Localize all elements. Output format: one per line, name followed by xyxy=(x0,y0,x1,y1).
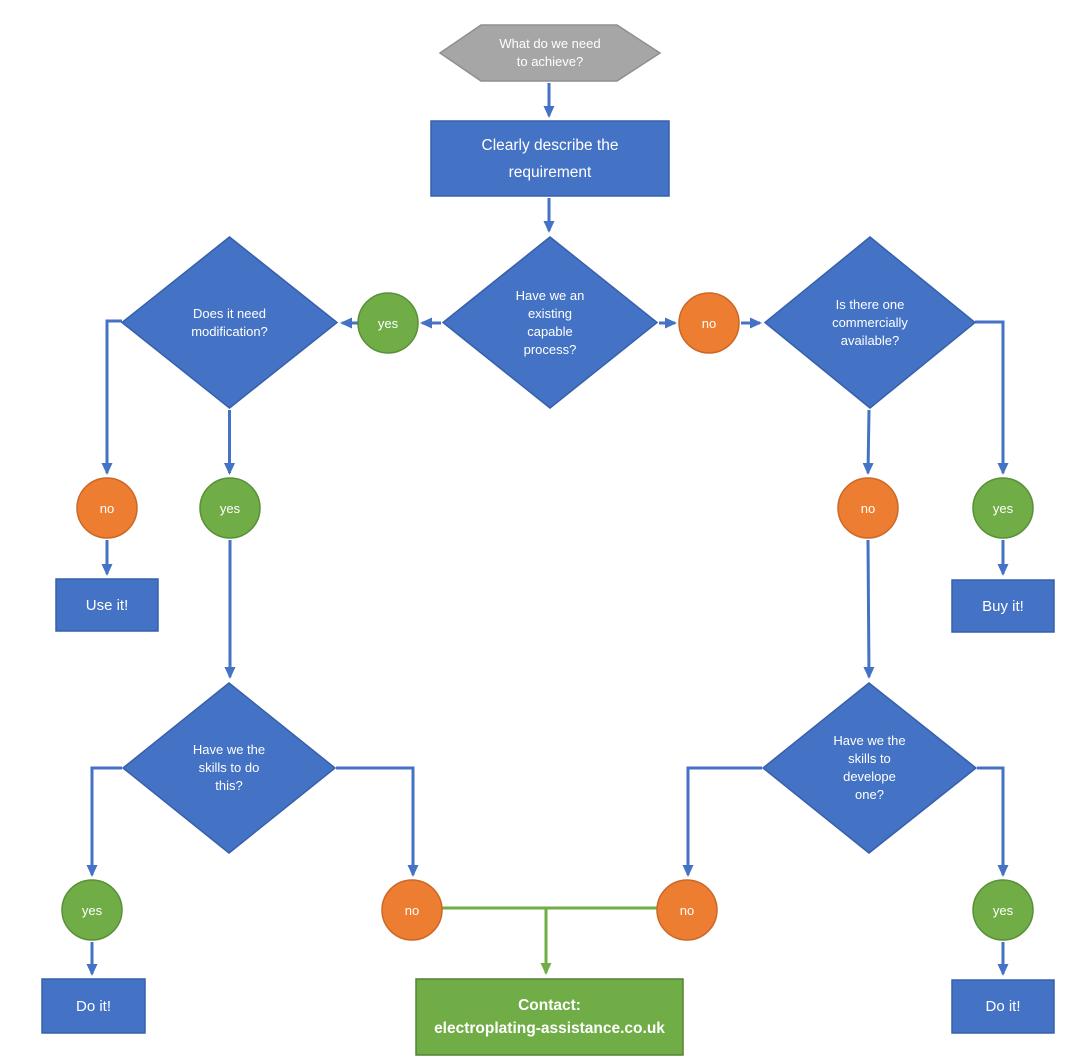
connector-commercial-to-no xyxy=(862,409,874,475)
do-it-right-box xyxy=(951,979,1055,1034)
connector-skills-do-to-yes xyxy=(86,766,122,877)
no-circle-mid-right xyxy=(678,292,740,354)
no-circle-bottom-left xyxy=(381,879,443,941)
modification-diamond xyxy=(120,236,339,409)
no-circle-bottom-right xyxy=(656,879,718,941)
yes-circle-right xyxy=(972,477,1034,539)
skills-to-do-diamond xyxy=(121,682,337,854)
existing-process-diamond xyxy=(441,236,659,409)
start-hexagon xyxy=(438,24,662,82)
skills-to-develop-diamond xyxy=(761,682,978,854)
connector-modification-to-no xyxy=(101,319,122,475)
no-circle-right xyxy=(837,477,899,539)
connector-skills-develop-to-yes xyxy=(977,766,1009,877)
describe-box xyxy=(430,120,670,197)
commercially-available-diamond xyxy=(763,236,977,409)
connector-skills-develop-to-no xyxy=(682,766,762,877)
yes-circle-bottom-right xyxy=(972,879,1034,941)
connector-commercial-to-yes xyxy=(975,320,1009,475)
yes-circle-left xyxy=(199,477,261,539)
contact-box xyxy=(415,978,684,1056)
yes-circle-mid-left xyxy=(357,292,419,354)
connector-skills-do-to-no xyxy=(336,766,419,877)
no-circle-left xyxy=(76,477,138,539)
do-it-left-box xyxy=(41,978,146,1034)
use-it-box xyxy=(55,578,159,632)
yes-circle-bottom-left xyxy=(61,879,123,941)
connector-no-to-skills-develop xyxy=(863,539,875,679)
buy-it-box xyxy=(951,579,1055,633)
